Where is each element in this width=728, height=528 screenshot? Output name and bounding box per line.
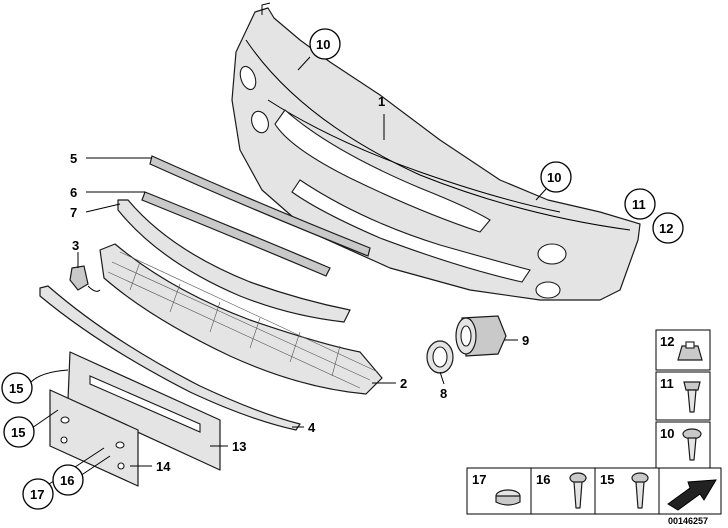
svg-text:17: 17 (30, 487, 44, 502)
svg-text:15: 15 (9, 381, 23, 396)
fog-light-ring[interactable] (426, 340, 454, 374)
clip-part[interactable] (69, 265, 101, 292)
label-10-right: 10 (540, 161, 572, 193)
label-16: 16 (52, 464, 84, 496)
label-3: 3 (72, 238, 79, 253)
legend-box-15[interactable]: 15 (594, 467, 660, 515)
arrow-icon (667, 479, 717, 511)
label-8: 8 (440, 386, 447, 401)
label-10-top: 10 (309, 28, 341, 60)
label-9: 9 (522, 333, 529, 348)
svg-text:16: 16 (60, 473, 74, 488)
label-7: 7 (70, 205, 77, 220)
svg-text:17: 17 (472, 472, 486, 487)
fog-light-lamp[interactable] (455, 315, 507, 357)
svg-text:12: 12 (660, 334, 674, 349)
label-4: 4 (308, 420, 316, 435)
label-13: 13 (232, 439, 246, 454)
image-number: 00146257 (668, 516, 708, 526)
svg-text:10: 10 (547, 170, 561, 185)
svg-text:10: 10 (316, 37, 330, 52)
grille-frame-7[interactable] (117, 199, 351, 323)
svg-text:11: 11 (632, 197, 646, 212)
legend-box-11[interactable]: 11 (655, 371, 711, 421)
legend-box-17[interactable]: 17 (466, 467, 532, 515)
label-12: 12 (652, 212, 684, 244)
leader-15b (31, 409, 59, 429)
label-17: 17 (22, 478, 54, 510)
label-6: 6 (70, 185, 77, 200)
legend-box-16[interactable]: 16 (530, 467, 596, 515)
svg-text:16: 16 (536, 472, 550, 487)
leader-7 (85, 203, 121, 213)
svg-text:15: 15 (600, 472, 614, 487)
svg-text:10: 10 (660, 426, 674, 441)
leader-15a (29, 369, 69, 384)
svg-text:11: 11 (660, 376, 674, 391)
legend-box-12[interactable]: 12 (655, 329, 711, 371)
svg-text:12: 12 (659, 221, 673, 236)
legend-box-arrow (658, 467, 722, 515)
label-15-top: 15 (1, 372, 33, 404)
bumper-cover[interactable] (231, 2, 641, 301)
leader-16 (79, 455, 111, 477)
label-5: 5 (70, 151, 77, 166)
label-1: 1 (378, 94, 385, 109)
leader-10b (535, 188, 547, 201)
license-plate-holder[interactable] (67, 351, 221, 471)
trim-strip-5[interactable] (149, 155, 371, 257)
legend-box-10[interactable]: 10 (655, 421, 711, 469)
label-14: 14 (156, 459, 171, 474)
leader-10a (297, 56, 311, 71)
mesh-grille[interactable] (99, 243, 383, 395)
label-2: 2 (400, 376, 407, 391)
label-15-bottom: 15 (3, 416, 35, 448)
svg-text:15: 15 (11, 425, 25, 440)
license-plate-base[interactable] (49, 389, 139, 487)
trim-strip-6[interactable] (141, 191, 331, 277)
label-11: 11 (624, 188, 656, 220)
leader-8 (439, 371, 445, 385)
